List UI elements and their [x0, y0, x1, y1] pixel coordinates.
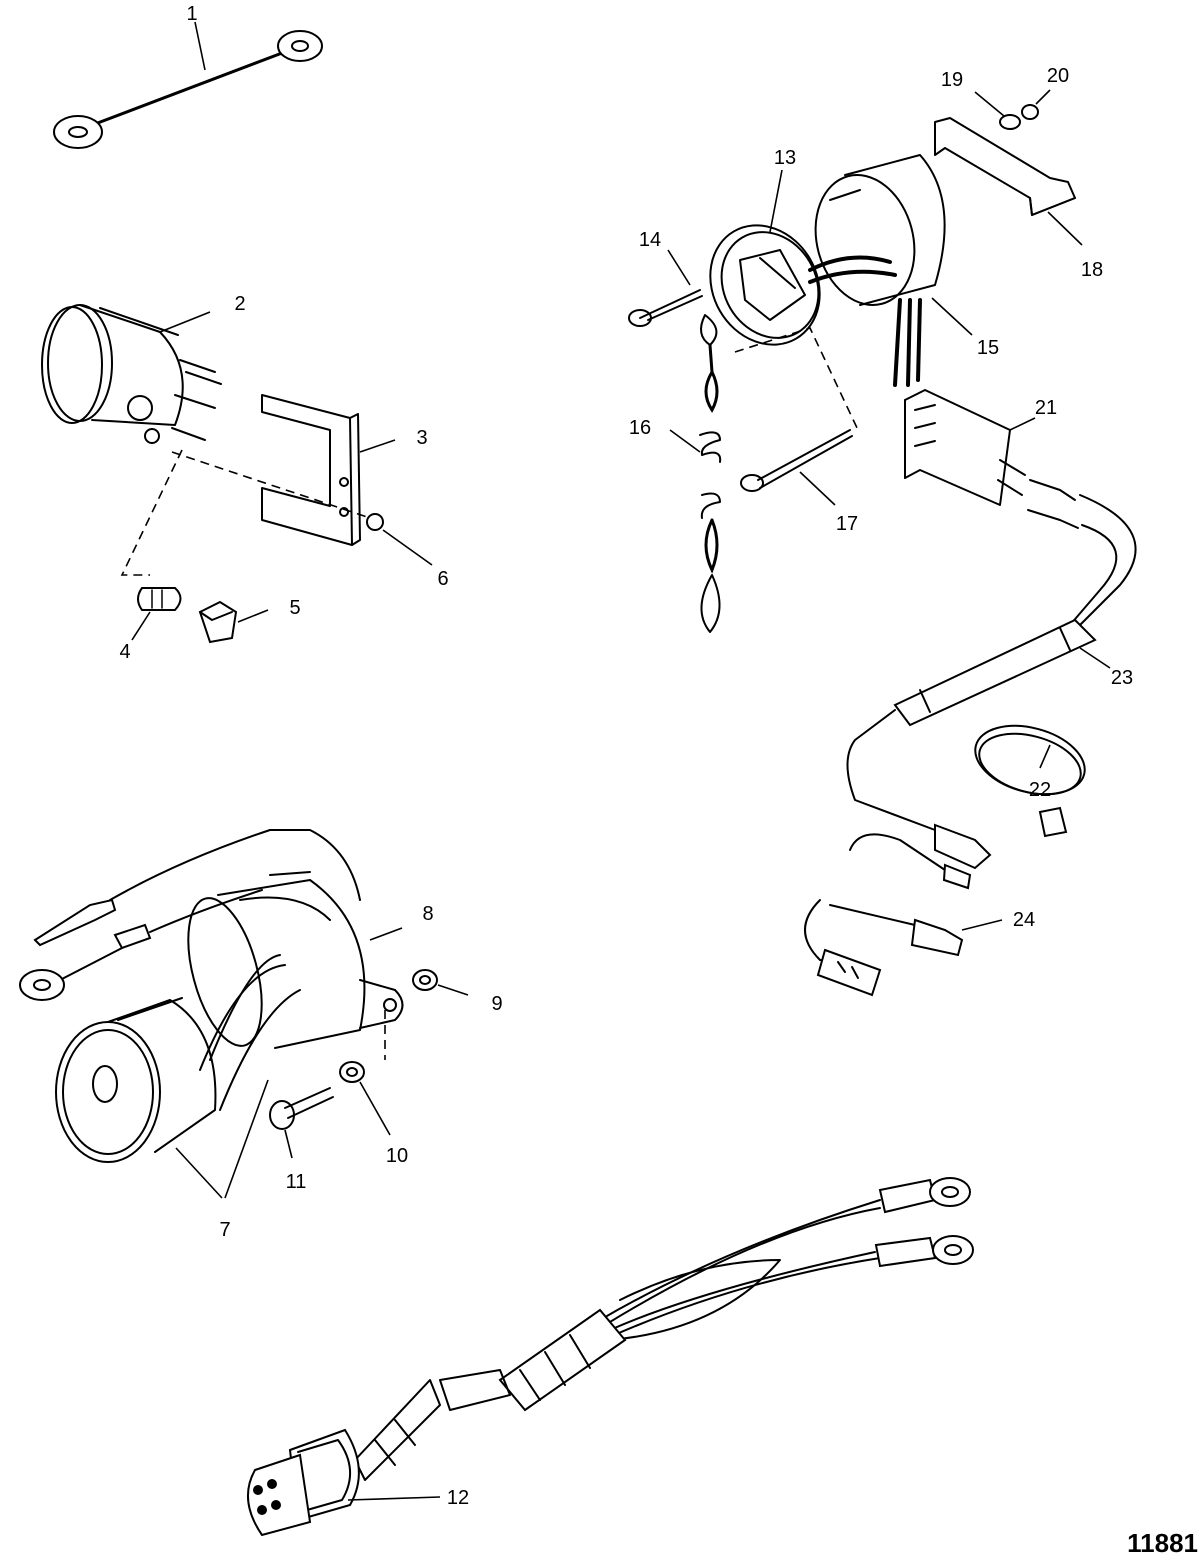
part-18-bracket [934, 117, 1083, 246]
part-22-clamp [974, 724, 1086, 838]
part-9-nut [412, 969, 469, 996]
callout-20: 20 [1047, 65, 1069, 87]
callout-13: 13 [774, 147, 796, 169]
part-7-pickup [55, 954, 301, 1199]
callout-16: 16 [629, 417, 651, 439]
part-12-harness [246, 1177, 974, 1537]
callout-21: 21 [1035, 397, 1057, 419]
callout-5: 5 [289, 597, 300, 619]
callout-22: 22 [1029, 779, 1051, 801]
callout-9: 9 [491, 993, 502, 1015]
part-13-bezel [709, 169, 821, 346]
part-24-connectors [804, 823, 1003, 997]
callout-11: 11 [286, 1171, 307, 1193]
part-7-leads [19, 829, 361, 1001]
callout-7: 7 [219, 1219, 230, 1241]
callout-19: 19 [941, 69, 963, 91]
callout-24: 24 [1013, 909, 1035, 931]
callout-17: 17 [836, 513, 858, 535]
part-8-mount-ring [187, 879, 404, 1049]
callout-15: 15 [977, 337, 999, 359]
part-1-ground-wire [53, 21, 323, 149]
part-11-screw [269, 1087, 334, 1159]
callout-14: 14 [639, 229, 661, 251]
part-17-screw [740, 429, 853, 506]
callout-1: 1 [186, 3, 197, 25]
part-21-terminal-block [904, 389, 1036, 506]
part-6-nut [366, 513, 433, 566]
part-20-nut [1021, 89, 1051, 120]
part-16-spring [669, 314, 722, 633]
part-10-washer [339, 1061, 391, 1136]
callout-10: 10 [386, 1145, 408, 1167]
callout-6: 6 [437, 568, 448, 590]
part-5-bulb [198, 600, 269, 644]
callout-23: 23 [1111, 667, 1133, 689]
part-14-screw [628, 249, 703, 327]
callout-3: 3 [416, 427, 427, 449]
callout-labels: 1 2 3 4 5 6 7 8 9 10 11 12 13 14 15 16 1… [119, 3, 1198, 1558]
callout-2: 2 [234, 293, 245, 315]
callout-18: 18 [1081, 259, 1103, 281]
part-3-bracket [261, 394, 396, 546]
callout-12: 12 [447, 1487, 469, 1509]
part-4-socket [131, 587, 182, 641]
callout-8: 8 [422, 903, 433, 925]
part-15-housing [808, 154, 973, 387]
figure-number: 11881 [1127, 1528, 1198, 1558]
part-23-harness [846, 479, 1137, 831]
part-19-washer [974, 91, 1021, 130]
callout-4: 4 [119, 641, 130, 663]
part-2-gauge [41, 304, 222, 444]
